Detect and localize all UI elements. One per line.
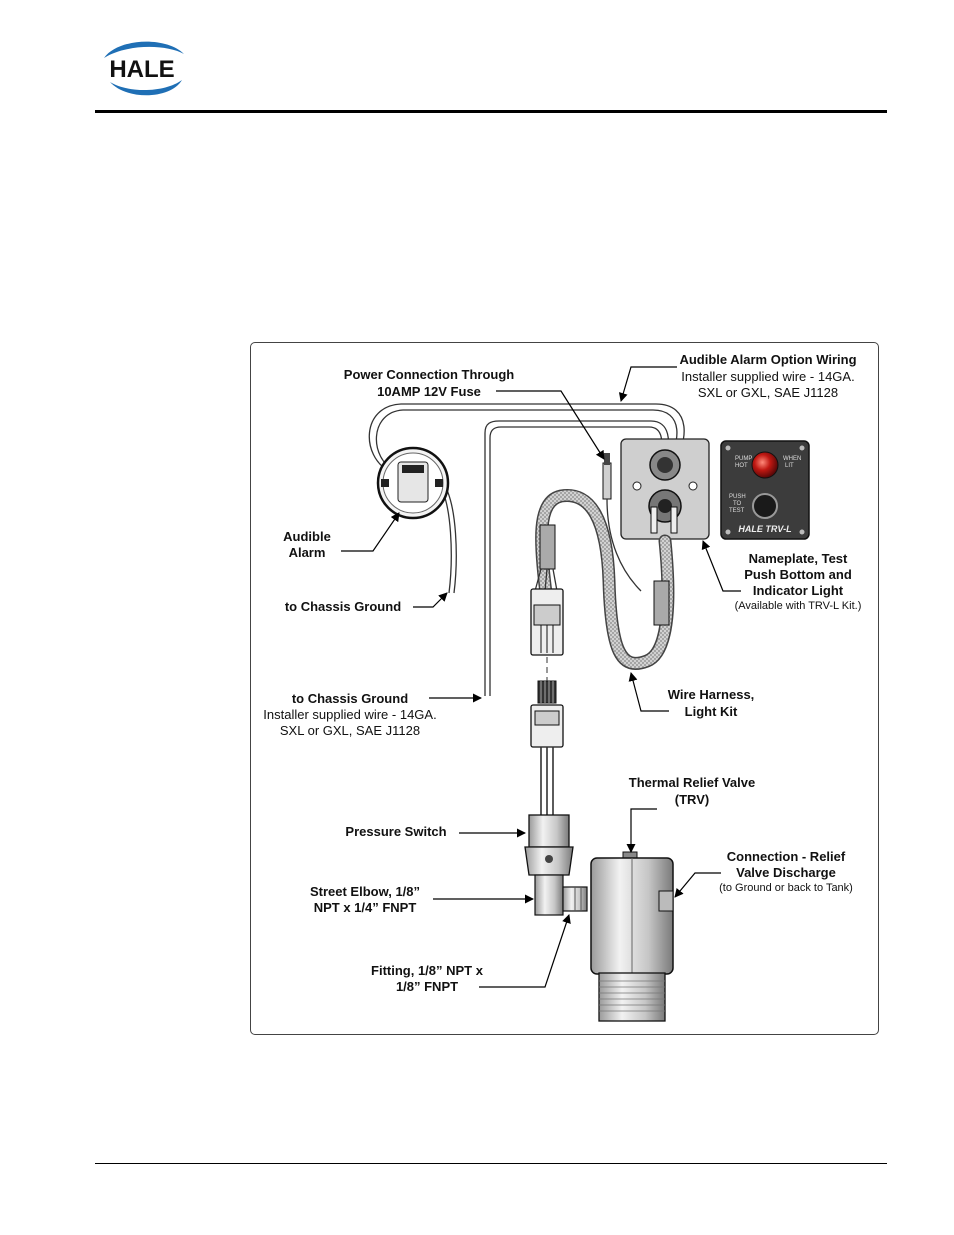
plate-push-1: PUSH — [729, 494, 746, 500]
label-chassis-ground-a: to Chassis Ground — [285, 599, 401, 614]
pressure-switch — [524, 814, 574, 876]
fuse-connector — [602, 453, 642, 592]
leader-lines — [341, 366, 741, 988]
diagram-frame: PUMP HOT WHEN LIT PUSH TO TEST HALE TRV-… — [250, 342, 879, 1035]
thermal-relief-valve — [590, 851, 674, 1022]
label-chassis-ground-b-2: Installer supplied wire - 14GA. — [263, 707, 436, 722]
logo-swoosh-top — [104, 41, 184, 58]
label-audible-opt-2: Installer supplied wire - 14GA. — [681, 369, 854, 384]
label-audible-opt-1: Audible Alarm Option Wiring — [679, 352, 856, 367]
plate-push-2: TO — [733, 501, 742, 507]
audible-alarm — [376, 446, 450, 520]
label-connection-1: Connection - Relief — [727, 849, 846, 864]
street-elbow — [534, 874, 588, 916]
label-street-elbow-2: NPT x 1/4” FNPT — [314, 900, 417, 915]
label-connection-2: Valve Discharge — [736, 865, 836, 880]
mounting-plate — [620, 438, 710, 540]
label-wire-harness-1: Wire Harness, — [668, 687, 755, 702]
plate-when-lit-2: LIT — [785, 463, 794, 469]
label-fitting-1: Fitting, 1/8” NPT x — [371, 963, 484, 978]
harness-connector-upper — [530, 568, 564, 656]
diagram-labels: Power Connection Through 10AMP 12V Fuse … — [263, 352, 861, 994]
footer-rule — [95, 1163, 887, 1164]
label-fitting-2: 1/8” FNPT — [396, 979, 458, 994]
label-audible-alarm-2: Alarm — [289, 545, 326, 560]
label-chassis-ground-b-1: to Chassis Ground — [292, 691, 408, 706]
plate-pump-hot-2: HOT — [735, 463, 748, 469]
label-connection-3: (to Ground or back to Tank) — [719, 882, 853, 894]
nameplate: PUMP HOT WHEN LIT PUSH TO TEST HALE TRV-… — [720, 440, 810, 540]
plate-when-lit-1: WHEN — [783, 456, 801, 462]
harness-boot-right — [653, 580, 670, 626]
header-rule — [95, 110, 887, 113]
plate-brand: HALE TRV-L — [738, 524, 791, 534]
label-trv-2: (TRV) — [675, 792, 709, 807]
label-audible-opt-3: SXL or GXL, SAE J1128 — [698, 385, 838, 400]
logo-text: HALE — [109, 56, 174, 83]
label-nameplate-1: Nameplate, Test — [749, 551, 848, 566]
label-nameplate-2: Push Bottom and — [744, 567, 852, 582]
label-power-2: 10AMP 12V Fuse — [377, 384, 481, 399]
wire-harness-braid — [536, 490, 673, 669]
plate-push-3: TEST — [729, 508, 745, 514]
harness-boot-left — [539, 524, 556, 570]
label-nameplate-4: (Available with TRV-L Kit.) — [735, 600, 862, 612]
harness-connector-lower — [530, 680, 564, 817]
label-pressure-switch: Pressure Switch — [345, 824, 446, 839]
label-power-1: Power Connection Through — [344, 367, 514, 382]
indicator-light — [751, 451, 779, 479]
label-wire-harness-2: Light Kit — [685, 704, 738, 719]
hale-logo: HALE — [104, 41, 184, 96]
label-audible-alarm-1: Audible — [283, 529, 331, 544]
logo-swoosh-bottom — [110, 80, 182, 96]
label-trv-1: Thermal Relief Valve — [629, 775, 755, 790]
label-nameplate-3: Indicator Light — [753, 583, 844, 598]
plate-pump-hot-1: PUMP — [735, 456, 752, 462]
test-push-button — [752, 493, 778, 519]
trv-wiring-diagram: PUMP HOT WHEN LIT PUSH TO TEST HALE TRV-… — [263, 352, 861, 1022]
label-street-elbow-1: Street Elbow, 1/8” — [310, 884, 420, 899]
label-chassis-ground-b-3: SXL or GXL, SAE J1128 — [280, 723, 420, 738]
